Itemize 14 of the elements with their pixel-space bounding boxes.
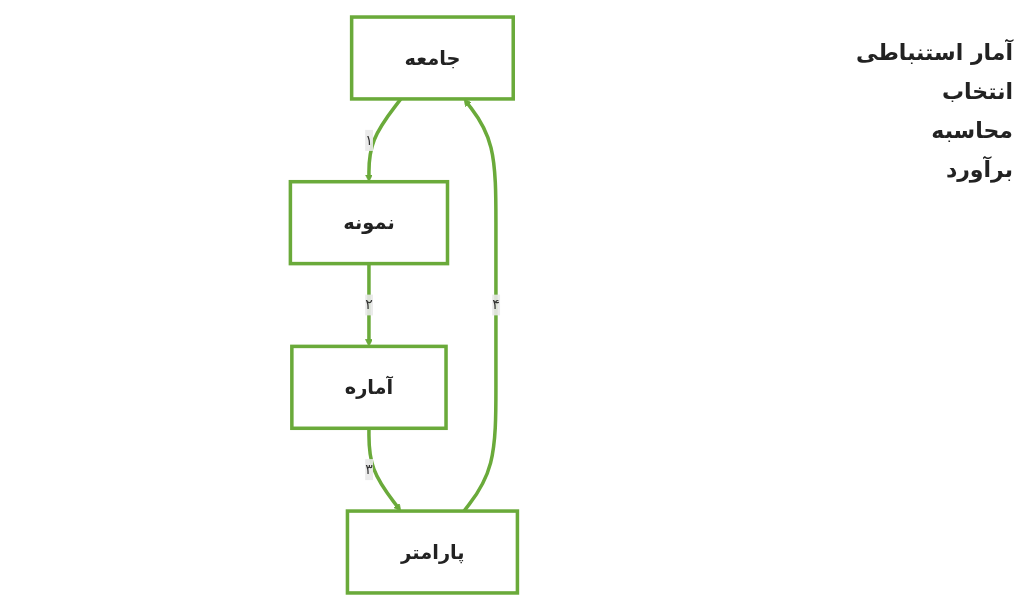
arrow (366, 428, 401, 512)
edge-label: ۱ (364, 131, 373, 149)
note-label: برآورد (944, 157, 1013, 182)
node-box: پارامتر (345, 509, 519, 595)
node-box: جامعه (349, 15, 515, 101)
note-label: انتخاب (941, 79, 1013, 104)
edge-label: ۳ (364, 460, 373, 478)
edge-label: ۴ (491, 296, 500, 313)
note-label: محاسبه (930, 118, 1013, 143)
node-box: آماره (289, 344, 448, 431)
node-box: نمونه (288, 179, 449, 266)
edge-label: ۲ (364, 296, 373, 313)
note-label: آمار استنباطی (854, 40, 1013, 65)
arrow (364, 263, 373, 347)
